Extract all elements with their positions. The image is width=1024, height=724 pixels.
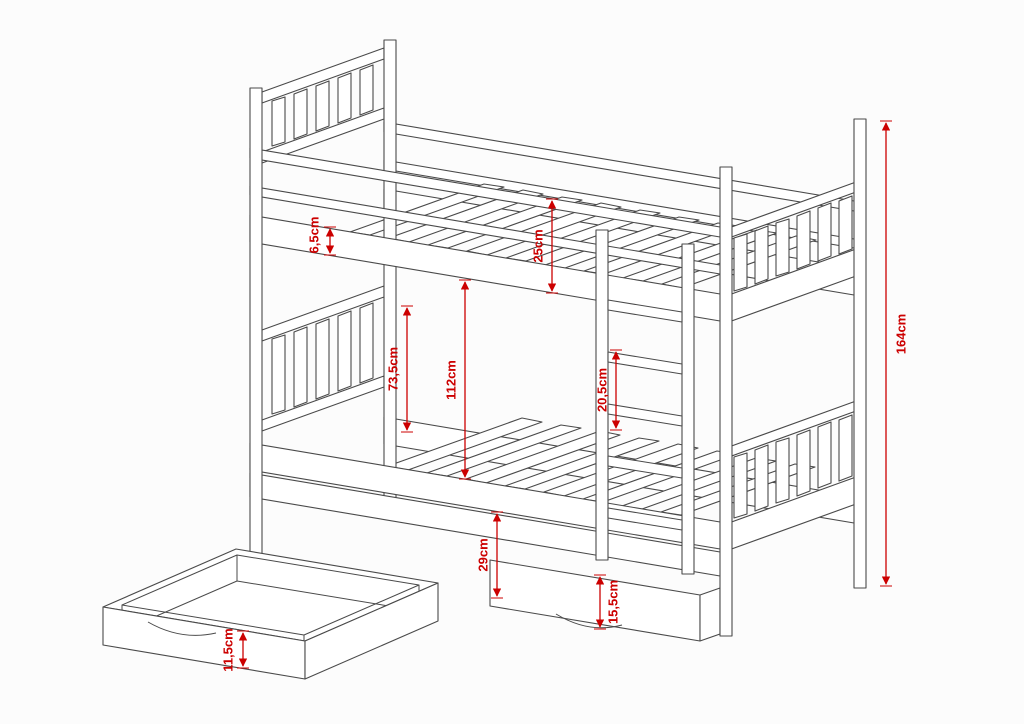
slat	[838, 195, 853, 255]
slat	[817, 421, 832, 489]
underbed-drawer-side	[699, 587, 721, 642]
dimension-underbed-clearance: 29cm	[475, 511, 503, 599]
dimension-label-lower-headboard-height: 73,5cm	[385, 347, 400, 391]
slat	[315, 318, 330, 400]
drawer-handle-cutout	[555, 613, 623, 629]
slat	[754, 225, 769, 285]
dimension-label-drawer-box-height: 11,5cm	[220, 628, 235, 671]
headboard-upper-panel	[261, 47, 385, 164]
dimension-rail-thickness: 6,5cm	[306, 217, 336, 256]
post-back-right	[853, 118, 867, 589]
slat	[733, 452, 748, 519]
dimension-label-drawer-front-height: 15,5cm	[605, 580, 620, 624]
dimension-label-underbed-clearance: 29cm	[475, 538, 490, 571]
ladder-rung	[607, 455, 683, 479]
slat	[359, 302, 374, 384]
dimension-label-guardrail-height: 25cm	[530, 229, 545, 262]
storage-drawer-box	[102, 548, 439, 680]
slat	[315, 80, 330, 132]
post-back-left	[383, 39, 397, 510]
slat	[796, 210, 811, 270]
slat	[754, 444, 769, 512]
dimension-label-bunk-clearance: 112cm	[443, 360, 458, 400]
ladder-rung	[607, 507, 683, 531]
slat	[817, 202, 832, 262]
footboard-top-rail	[725, 400, 857, 459]
footboard-lower-panel	[725, 400, 857, 552]
slat	[293, 88, 308, 140]
dimension-ladder-step-spacing: 20,5cm	[594, 349, 622, 431]
slat	[337, 72, 352, 124]
slat	[359, 64, 374, 116]
ladder-rung	[607, 351, 683, 375]
slat	[838, 414, 853, 482]
dimension-guardrail-height: 25cm	[530, 198, 558, 294]
slat	[271, 334, 286, 415]
dimension-lower-headboard-height: 73,5cm	[385, 305, 413, 433]
ladder-rail-right	[681, 243, 695, 575]
dimension-total-height: 164cm	[880, 120, 908, 587]
slat	[796, 429, 811, 497]
slat	[775, 437, 790, 504]
slat	[775, 218, 790, 277]
post-front-left	[249, 87, 263, 558]
footboard-upper-panel	[725, 181, 857, 324]
dimension-drawer-box-height: 11,5cm	[220, 628, 249, 672]
drawer-handle-cutout	[147, 621, 217, 636]
ladder-rung	[607, 403, 683, 427]
dimension-drawer-front-height: 15,5cm	[594, 574, 620, 630]
dimension-label-total-height: 164cm	[893, 314, 908, 354]
ladder-rail-left	[595, 229, 609, 561]
dimension-bunk-clearance: 112cm	[443, 279, 471, 480]
slat	[293, 326, 308, 408]
slat	[271, 96, 286, 147]
drawer-face-end	[304, 582, 439, 680]
dimension-label-rail-thickness: 6,5cm	[306, 217, 321, 254]
post-front-right	[719, 166, 733, 637]
underbed-drawer	[489, 559, 721, 642]
dimension-label-ladder-step-spacing: 20,5cm	[594, 368, 609, 412]
ladder	[595, 229, 695, 575]
slat	[733, 233, 748, 292]
headboard-lower-panel	[261, 285, 385, 432]
ladder-rung	[607, 299, 683, 323]
slat	[337, 310, 352, 392]
